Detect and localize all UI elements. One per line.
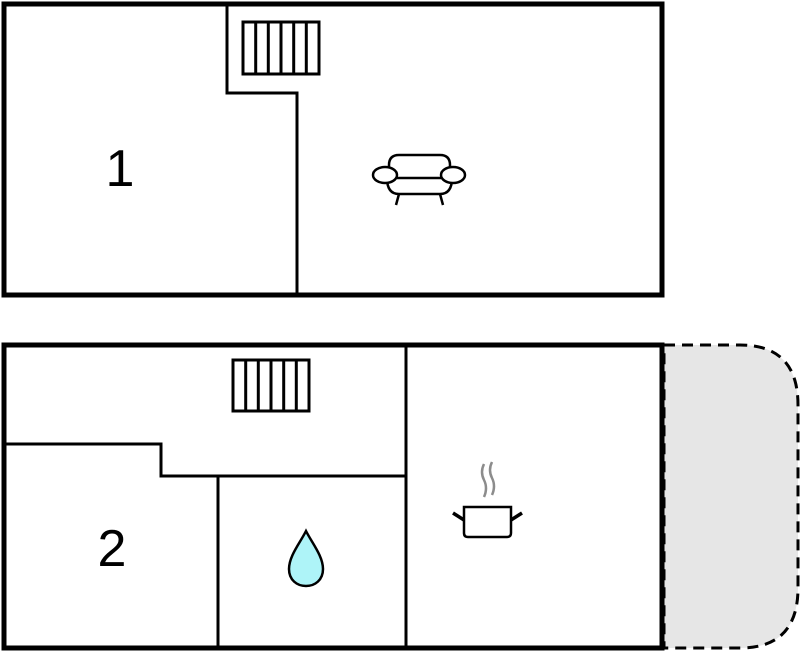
radiator-icon xyxy=(231,358,311,413)
upper-floor-outline xyxy=(1,1,665,298)
cooking-pot-icon xyxy=(452,461,523,539)
water-drop-icon xyxy=(287,528,325,588)
room-label-1: 1 xyxy=(105,140,135,198)
armchair-icon xyxy=(371,153,467,206)
lower-floor xyxy=(1,342,800,651)
lower-floor-outline xyxy=(1,342,665,651)
room-label-2: 2 xyxy=(97,520,127,578)
terrace xyxy=(662,343,800,650)
upper-floor xyxy=(1,1,665,298)
upper-interior-wall xyxy=(225,4,299,295)
radiator-icon xyxy=(241,20,321,76)
hallway-wall xyxy=(4,442,406,478)
